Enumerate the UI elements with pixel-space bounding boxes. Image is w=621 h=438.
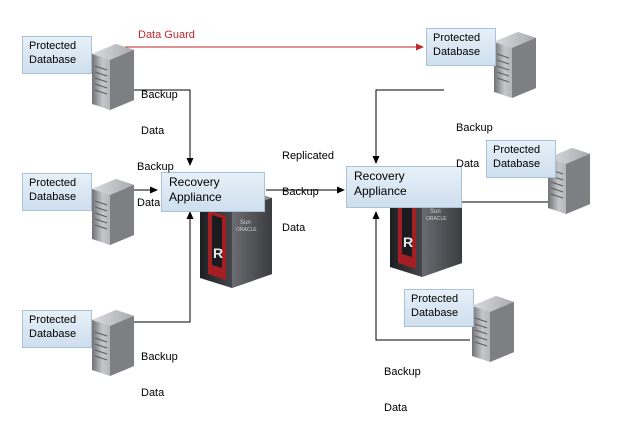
label-line: Data (137, 197, 161, 209)
appliance-logo-oracle: ORACLE (236, 227, 257, 233)
label-line: Database (29, 191, 77, 203)
backup-arrow-top-right (372, 89, 444, 164)
label-line: Backup (456, 122, 493, 134)
label-line: Appliance (169, 190, 222, 204)
protected-database-label: Protected Database (404, 289, 474, 327)
appliance-logo-sun: Sun (240, 220, 251, 226)
label-line: Protected (29, 40, 77, 52)
label-line: Recovery (169, 175, 220, 189)
appliance-mark: R (213, 245, 223, 261)
label-line: Protected (433, 32, 481, 44)
label-line: Protected (29, 177, 77, 189)
label-line: Database (433, 46, 481, 58)
label-line: Backup (282, 186, 319, 198)
database-server-icon (92, 310, 134, 376)
label-line: Data (141, 125, 165, 137)
label-line: Recovery (354, 169, 405, 183)
label-line: Database (29, 54, 77, 66)
protected-database-label: Protected Database (426, 28, 496, 66)
backup-arrow-bottom-right (372, 211, 470, 341)
appliance-mark: R (403, 234, 413, 250)
label-line: Database (411, 307, 459, 319)
database-server-icon (92, 179, 134, 245)
diagram-canvas: R Sun ORACLE R Sun ORACLE Protected Data… (22, 28, 590, 414)
label-line: Backup (384, 366, 421, 378)
label-line: Backup (141, 351, 178, 363)
backup-data-label: Backup Data (137, 137, 174, 233)
label-line: Backup (141, 89, 178, 101)
database-server-icon (92, 44, 134, 110)
label-line: Replicated (282, 150, 334, 162)
backup-data-label: Backup Data (141, 327, 178, 423)
label-line: Data (282, 222, 306, 234)
appliance-logo-sun: Sun (430, 209, 441, 215)
label-line: Backup (137, 161, 174, 173)
label-line: Data (384, 402, 408, 414)
backup-arrow-bottom-left (134, 211, 194, 323)
label-line: Data (141, 387, 165, 399)
protected-database-label: Protected Database (486, 140, 556, 178)
recovery-appliance-icon: R Sun ORACLE (200, 188, 272, 288)
protected-database-label: Protected Database (22, 310, 92, 348)
recovery-appliance-label: Recovery Appliance (161, 172, 265, 212)
backup-data-label: Backup Data (456, 98, 493, 194)
label-line: Data (456, 158, 480, 170)
label-line: Protected (493, 144, 541, 156)
label-line: Database (29, 328, 77, 340)
backup-arrow-top-left (133, 89, 194, 166)
label-line: Protected (29, 314, 77, 326)
data-guard-label: Data Guard (138, 29, 195, 41)
protected-database-label: Protected Database (22, 173, 92, 211)
database-server-icon (472, 296, 514, 362)
recovery-appliance-label: Recovery Appliance (346, 166, 462, 208)
protected-database-label: Protected Database (22, 36, 92, 74)
label-line: Database (493, 158, 541, 170)
database-server-icon (494, 32, 536, 98)
database-server-icon (548, 148, 590, 214)
label-line: Protected (411, 293, 459, 305)
appliance-logo-oracle: ORACLE (426, 216, 447, 222)
replicated-backup-data-label: Replicated Backup Data (282, 126, 334, 258)
label-line: Appliance (354, 184, 407, 198)
backup-data-label: Backup Data (384, 342, 421, 438)
backup-data-label: Backup Data (141, 65, 178, 161)
